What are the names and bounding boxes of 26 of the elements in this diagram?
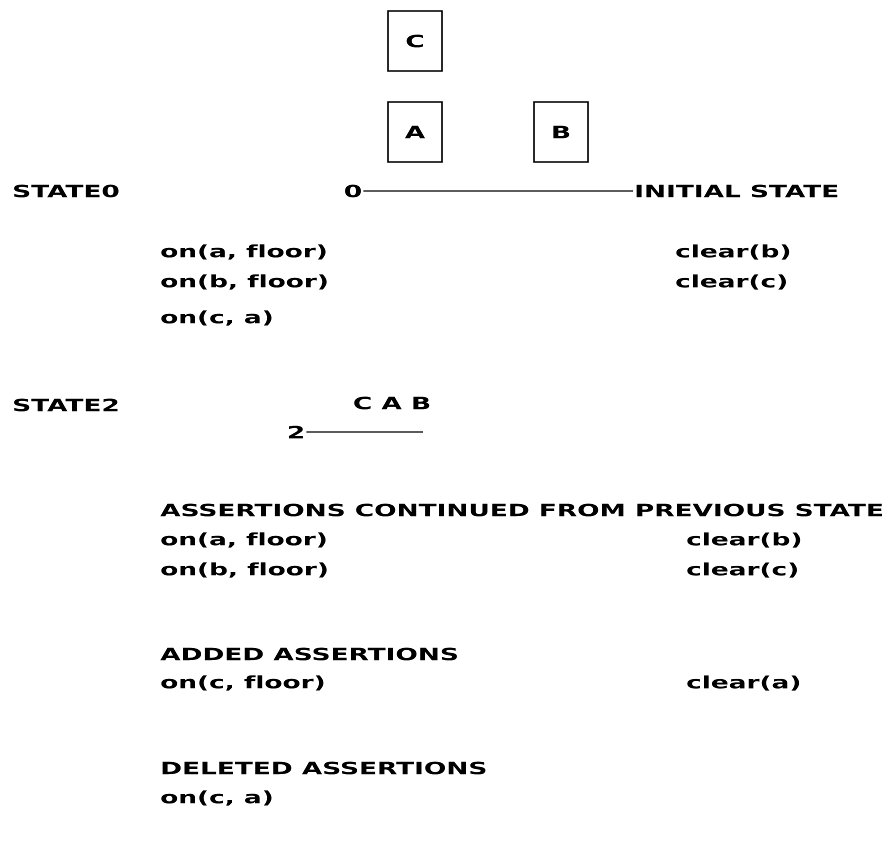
connector-line [363, 190, 633, 192]
state-marker: 0 [345, 184, 361, 198]
assertion-text: clear(b) [676, 244, 790, 260]
assertion-text: on(c, floor) [161, 675, 324, 691]
section-heading: DELETED ASSERTIONS [162, 762, 486, 774]
section-heading: ASSERTIONS CONTINUED FROM PREVIOUS STATE [160, 504, 882, 516]
assertion-text: on(b, floor) [161, 274, 327, 290]
assertion-text: on(c, a) [161, 790, 272, 806]
block-order: C A B [354, 396, 430, 410]
state-heading: STATE0 [14, 184, 118, 198]
section-heading: ADDED ASSERTIONS [160, 648, 457, 660]
block-box: A [387, 101, 443, 163]
state-marker: 2 [288, 426, 303, 438]
assertion-text: clear(c) [676, 274, 786, 290]
connector-line [306, 431, 423, 433]
state-label: INITIAL STATE [636, 184, 838, 198]
assertion-text: on(a, floor) [161, 244, 326, 260]
assertion-text: clear(a) [687, 675, 800, 691]
block-box: C [387, 10, 443, 72]
state-heading: STATE2 [14, 398, 118, 412]
assertion-text: on(a, floor) [161, 532, 326, 548]
block-box: B [533, 101, 589, 163]
assertion-text: on(c, a) [161, 310, 272, 326]
assertion-text: on(b, floor) [161, 562, 327, 578]
assertion-text: clear(c) [687, 562, 797, 578]
assertion-text: clear(b) [687, 532, 800, 548]
